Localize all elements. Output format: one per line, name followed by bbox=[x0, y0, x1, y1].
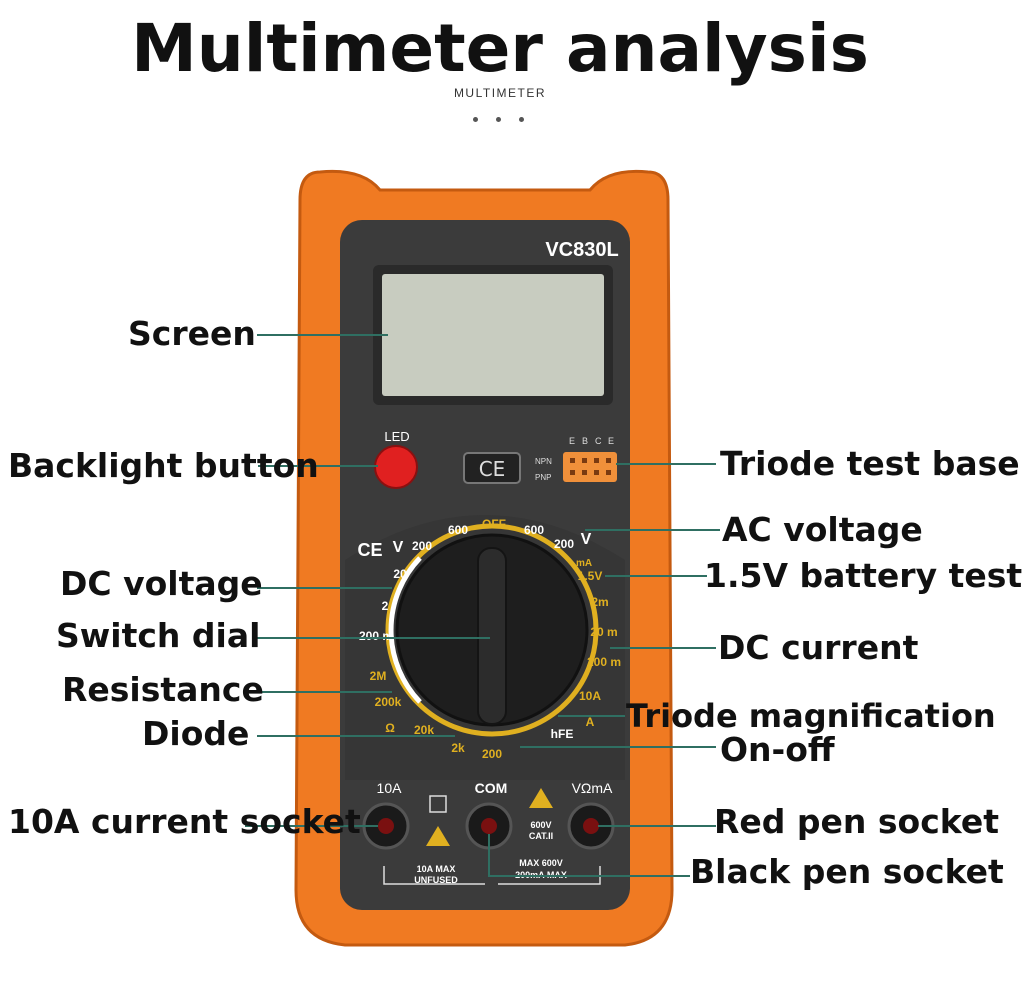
page-title: Multimeter analysis bbox=[131, 10, 869, 87]
transistor-socket bbox=[563, 452, 617, 482]
rating-10a-1: 10A MAX bbox=[417, 864, 456, 874]
mark-1-5v: 1.5V bbox=[578, 569, 603, 583]
label-triode-test-base: Triode test base bbox=[720, 444, 1020, 483]
mark-200-ohm: 200 bbox=[482, 747, 502, 761]
mark-2-dcv: 2 bbox=[382, 599, 389, 613]
mark-200m-dca: 200 m bbox=[587, 655, 621, 669]
dial-ring-white bbox=[388, 556, 422, 704]
lcd-screen bbox=[382, 274, 604, 396]
mark-v-dc: V bbox=[393, 539, 404, 556]
mark-200-acv: 200 bbox=[554, 537, 574, 551]
ce-mark: CE bbox=[479, 457, 506, 481]
mark-ohm: Ω bbox=[385, 721, 395, 735]
pnp-label: PNP bbox=[535, 473, 551, 482]
mark-a: A bbox=[586, 715, 595, 729]
double-insulation-icon bbox=[429, 795, 447, 813]
label-switch-dial: Switch dial bbox=[56, 616, 261, 655]
label-battery-test: 1.5V battery test bbox=[704, 556, 1022, 595]
label-screen: Screen bbox=[128, 314, 256, 353]
mark-hfe: hFE bbox=[551, 727, 574, 741]
mark-600-acv: 600 bbox=[524, 523, 544, 537]
ce-small: CE bbox=[357, 540, 382, 560]
pin-b: B bbox=[582, 436, 588, 446]
cat-rating-1: 600V bbox=[530, 820, 551, 830]
label-black-pen-socket: Black pen socket bbox=[690, 852, 1004, 891]
label-dc-current: DC current bbox=[718, 628, 919, 667]
label-ac-voltage: AC voltage bbox=[722, 510, 923, 549]
mark-20k-ohm: 20k bbox=[414, 723, 434, 737]
dial-pointer bbox=[477, 547, 507, 725]
mark-2k-diode: 2k bbox=[451, 741, 465, 755]
mark-200-dcv: 200 bbox=[412, 539, 432, 553]
mark-10a: 10A bbox=[579, 689, 601, 703]
mark-2m-ohm: 2M bbox=[370, 669, 387, 683]
page-subtitle: MULTIMETER bbox=[453, 86, 547, 100]
pin-e2: E bbox=[608, 436, 614, 446]
pager-dots bbox=[473, 117, 533, 125]
leader-lines bbox=[245, 334, 720, 877]
mark-v-ac: V bbox=[581, 531, 592, 548]
rating-v-1: MAX 600V bbox=[519, 858, 563, 868]
socket-10a-label: 10A bbox=[377, 780, 403, 796]
npn-label: NPN bbox=[535, 457, 552, 466]
mark-200k-ohm: 200k bbox=[375, 695, 402, 709]
mark-2m-dca: 2m bbox=[591, 595, 608, 609]
label-dc-voltage: DC voltage bbox=[60, 564, 263, 603]
mark-200m-dcv: 200 m bbox=[359, 629, 393, 643]
mark-20m-dca: 20 m bbox=[590, 625, 617, 639]
rating-10a-2: UNFUSED bbox=[414, 875, 458, 885]
cat-rating-2: CAT.II bbox=[529, 831, 553, 841]
dial-ring-yellow bbox=[385, 523, 599, 737]
socket-com-label: COM bbox=[475, 780, 508, 796]
warning-icon-left bbox=[426, 826, 450, 846]
mark-off: OFF bbox=[482, 517, 506, 531]
label-resistance: Resistance bbox=[62, 670, 264, 709]
ce-box bbox=[463, 452, 521, 484]
mark-20-dcv: 20 bbox=[393, 567, 407, 581]
label-backlight-button: Backlight button bbox=[8, 446, 319, 485]
pin-e1: E bbox=[569, 436, 575, 446]
label-triode-magnification: Triode magnification bbox=[626, 697, 996, 735]
label-10a-socket: 10A current socket bbox=[8, 802, 361, 841]
led-button bbox=[374, 445, 418, 489]
mark-600-dcv: 600 bbox=[448, 523, 468, 537]
socket-vohm-label: VΩmA bbox=[572, 780, 613, 796]
label-on-off: On-off bbox=[720, 730, 835, 769]
pin-c: C bbox=[595, 436, 602, 446]
model-label: VC830L bbox=[545, 239, 618, 261]
multimeter-illustration: VC830L LED CE E B C E NPN PNP OFF 600 20… bbox=[245, 169, 720, 947]
mark-ma: mA bbox=[576, 558, 592, 569]
label-red-pen-socket: Red pen socket bbox=[714, 802, 999, 841]
label-diode: Diode bbox=[142, 714, 250, 753]
warning-icon-right bbox=[529, 788, 553, 808]
led-label: LED bbox=[384, 429, 409, 444]
